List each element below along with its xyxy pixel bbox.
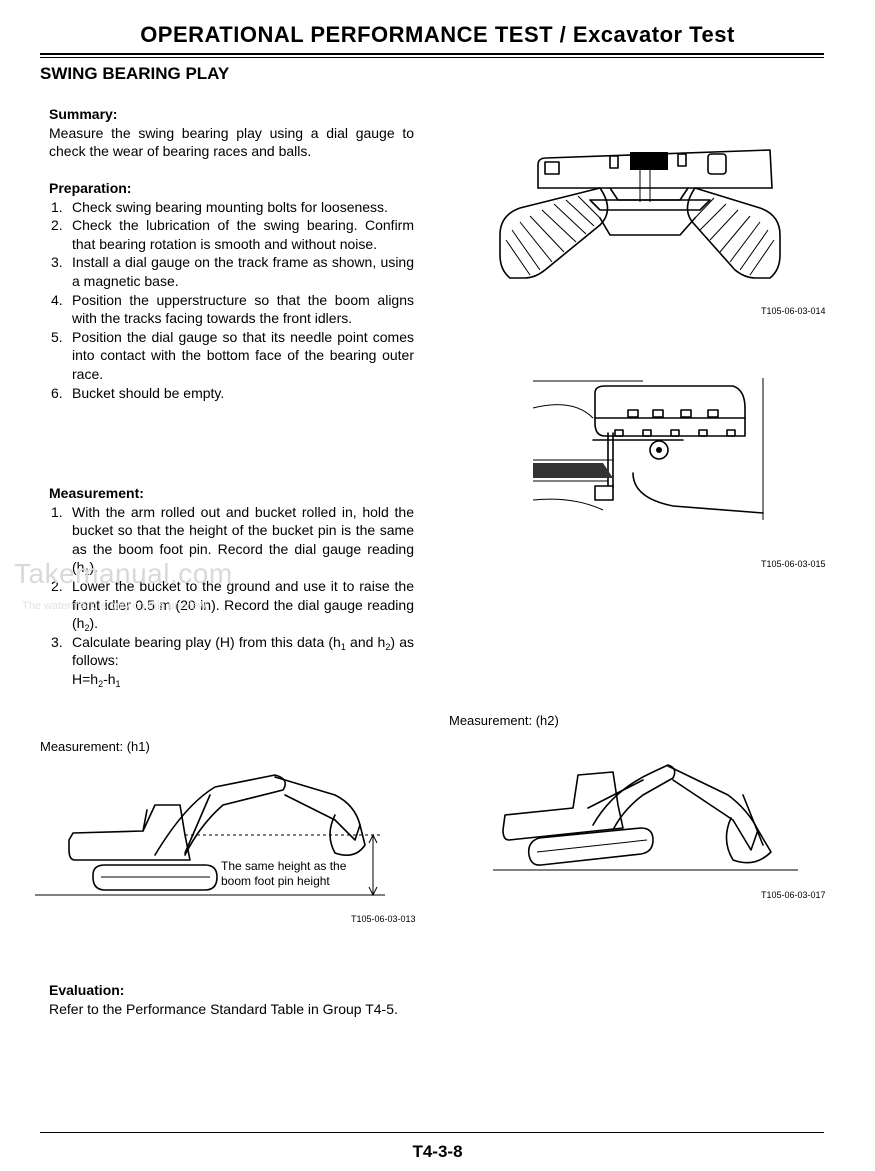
figure-caption: T105-06-03-017 [761, 890, 826, 900]
header-rule-thin [40, 57, 824, 58]
section-title: SWING BEARING PLAY [40, 64, 230, 83]
header-rule [40, 53, 824, 55]
evaluation-heading: Evaluation: [49, 982, 125, 998]
figure-caption: T105-06-03-013 [351, 914, 416, 924]
list-item: 3.Install a dial gauge on the track fram… [51, 254, 414, 289]
list-item: 6.Bucket should be empty. [51, 384, 225, 401]
summary-text: Measure the swing bearing play using a d… [49, 124, 414, 160]
figure-caption: T105-06-03-014 [761, 306, 826, 316]
list-item: 4.Position the upperstructure so that th… [51, 291, 414, 327]
dial-gauge-figure [532, 378, 764, 520]
note-text: The same height as the boom foot pin hei… [221, 859, 347, 888]
list-item: 5.Position the dial gauge so that its ne… [51, 328, 414, 382]
evaluation-text: Refer to the Performance Standard Table … [49, 1000, 398, 1017]
undercarriage-figure [499, 149, 781, 279]
measurement-heading: Measurement: [49, 485, 144, 501]
preparation-heading: Preparation: [49, 180, 132, 196]
preparation-list: 1.Check swing bearing mounting bolts for… [49, 198, 414, 403]
evaluation-block: Evaluation: Refer to the Performance Sta… [49, 981, 414, 1018]
measurement-block: Measurement: 1.With the arm rolled out a… [49, 484, 414, 689]
figure-label-h2: Measurement: (h2) [449, 713, 559, 728]
list-item: 2.Check the lubrication of the swing bea… [51, 217, 414, 252]
summary-heading: Summary: [49, 106, 118, 122]
page-header-title: OPERATIONAL PERFORMANCE TEST / Excavator… [140, 22, 735, 47]
excavator-h2-figure [493, 764, 798, 871]
figure-label-h1: Measurement: (h1) [40, 739, 150, 754]
footer-rule [40, 1132, 824, 1133]
measurement-list: 1.With the arm rolled out and bucket rol… [49, 503, 414, 689]
list-item: 1.Check swing bearing mounting bolts for… [51, 198, 388, 215]
figure-caption: T105-06-03-015 [761, 559, 826, 569]
page-number: T4-3-8 [412, 1142, 463, 1161]
list-item: 1.With the arm rolled out and bucket rol… [51, 503, 414, 578]
list-item: 2.Lower the bucket to the ground and use… [51, 577, 414, 634]
summary-block: Summary: Measure the swing bearing play … [49, 105, 414, 161]
excavator-h1-figure [35, 774, 385, 897]
list-item: 3.Calculate bearing play (H) from this d… [51, 633, 414, 689]
formula: H=h2-h1 [72, 670, 121, 689]
watermark: Takemanual.com [14, 558, 233, 589]
preparation-block: Preparation: 1.Check swing bearing mount… [49, 179, 414, 402]
watermark-subtext: The watermark is only on this preview [22, 600, 207, 612]
